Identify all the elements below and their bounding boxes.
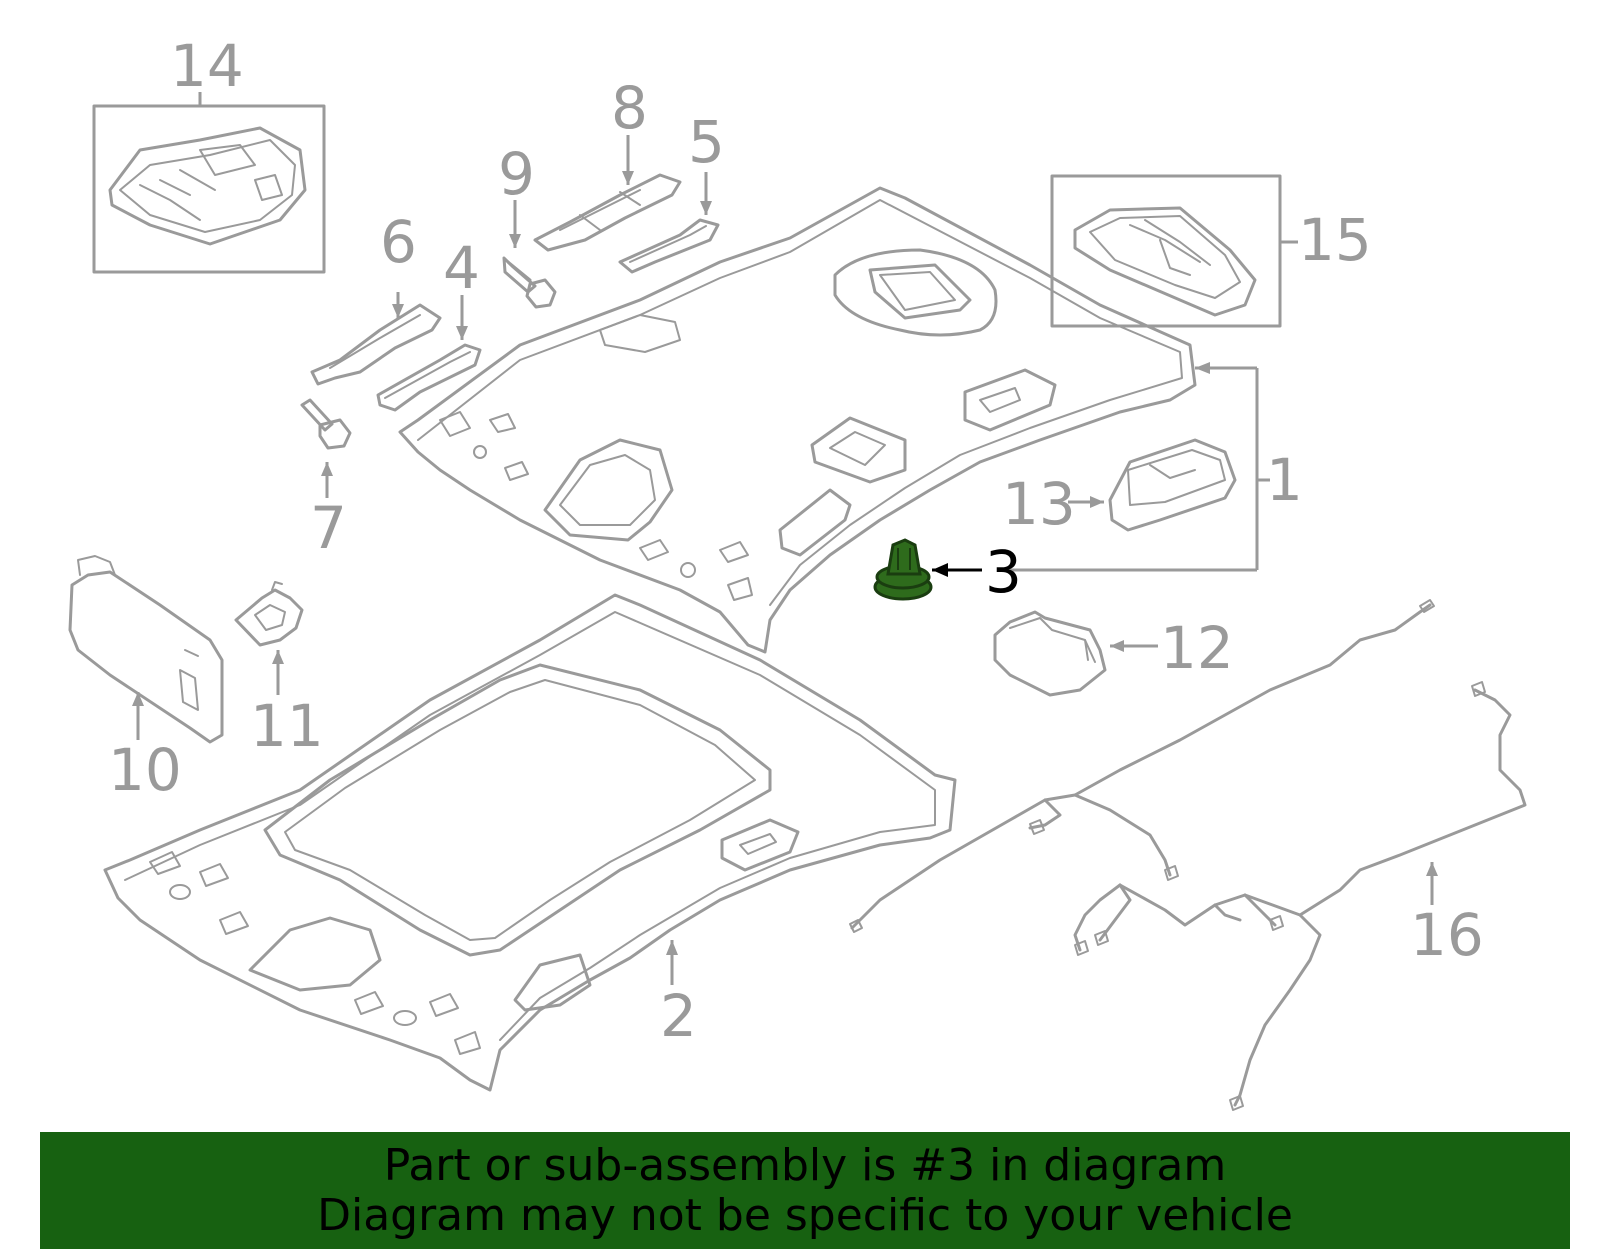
banner-line-part: Part or sub-assembly is #3 in diagram	[383, 1139, 1227, 1191]
part-11-visor-clip[interactable]	[234, 581, 304, 647]
callout-10: 10	[108, 736, 182, 804]
callout-9: 9	[498, 140, 535, 208]
part-14-overhead-console[interactable]	[92, 104, 326, 274]
part-12-bracket[interactable]	[993, 610, 1107, 697]
callout-16: 16	[1410, 901, 1484, 969]
part-5-bracket[interactable]	[618, 218, 720, 274]
part-16-wiring-harness[interactable]	[849, 599, 1527, 1111]
part-6-bracket[interactable]	[310, 303, 442, 386]
part-9-bolt[interactable]	[502, 256, 557, 309]
info-banner: Part or sub-assembly is #3 in diagram Di…	[40, 1132, 1570, 1249]
callout-5: 5	[688, 108, 725, 176]
callout-12: 12	[1160, 614, 1234, 682]
part-1-headliner[interactable]	[398, 186, 1197, 654]
callout-14: 14	[170, 32, 244, 100]
part-3-clip-highlighted[interactable]	[873, 538, 933, 601]
callout-7: 7	[310, 494, 347, 562]
callout-8: 8	[611, 74, 648, 142]
callout-3: 3	[985, 538, 1022, 606]
part-15-map-lamp[interactable]	[1050, 174, 1282, 328]
part-4-bracket[interactable]	[376, 343, 482, 412]
part-7-bolt[interactable]	[300, 398, 352, 450]
parts-diagram: 1 2 3 4 5 6 7 8 9 10 11 12 13 14 15 16	[68, 32, 1527, 1111]
part-10-sun-visor[interactable]	[68, 555, 224, 744]
callout-1: 1	[1266, 446, 1303, 514]
callout-2: 2	[660, 982, 697, 1050]
callout-11: 11	[250, 692, 324, 760]
callout-13: 13	[1002, 470, 1076, 538]
part-13-lamp[interactable]	[1108, 438, 1237, 532]
callout-15: 15	[1298, 206, 1372, 274]
part-2-headliner-sunroof[interactable]	[103, 593, 957, 1092]
callout-4: 4	[443, 234, 480, 302]
banner-line-disclaimer: Diagram may not be specific to your vehi…	[317, 1189, 1293, 1241]
callout-6: 6	[380, 208, 417, 276]
part-8-bracket[interactable]	[533, 173, 682, 252]
